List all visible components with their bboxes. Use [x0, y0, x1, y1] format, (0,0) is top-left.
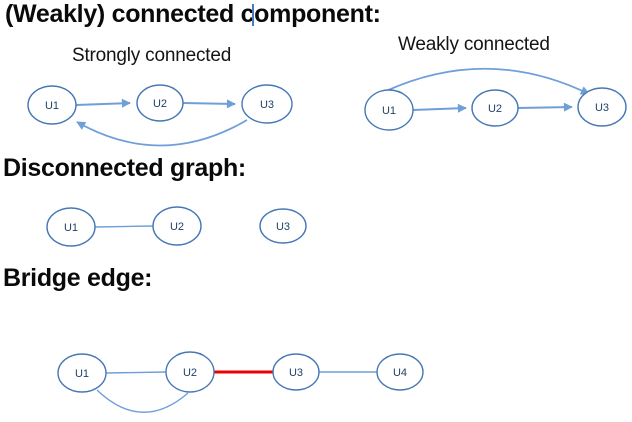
- graph-bridge-edge: U1 U2 U3 U4: [57, 351, 424, 413]
- node-ellipse-u2: [471, 89, 519, 127]
- node-label: U3: [260, 99, 274, 111]
- edge-u2-u3-arrow: [517, 102, 573, 112]
- node-ellipse-u2: [136, 84, 184, 122]
- node-ellipse-u3: [241, 84, 293, 124]
- node-ellipse-u3: [272, 353, 320, 391]
- node-label: U3: [595, 102, 609, 114]
- node-label: U1: [45, 100, 59, 112]
- text-cursor: [252, 4, 254, 26]
- node-ellipse-u1: [364, 89, 414, 131]
- edge-u1-u2-arrow: [75, 98, 131, 108]
- graph-strongly-connected: U1 U2 U3: [27, 84, 293, 147]
- edge-u1-u2-line: [94, 225, 154, 228]
- node-ellipse-u1: [46, 207, 96, 247]
- node-label: U1: [64, 222, 78, 234]
- edge-u1-u2-arrow: [412, 103, 467, 113]
- edge-u3-u1-curved-arrow: [76, 119, 248, 147]
- node-label: U2: [183, 367, 197, 379]
- label-strongly-connected: Strongly connected: [72, 45, 232, 66]
- node-label: U2: [153, 98, 167, 110]
- node-label: U1: [382, 105, 396, 117]
- heading-bridge-edge: Bridge edge:: [3, 264, 153, 292]
- node-label: U1: [75, 368, 89, 380]
- label-weakly-connected: Weakly connected: [398, 34, 550, 55]
- node-label: U2: [170, 221, 184, 233]
- node-label: U2: [488, 103, 502, 115]
- edge-u1-u3-curved-arrow: [385, 67, 590, 95]
- heading-connected-component: (Weakly) connected component:: [5, 0, 381, 28]
- node-ellipse-u2: [165, 351, 215, 393]
- graph-disconnected: U1 U2 U3: [46, 206, 307, 247]
- node-label: U3: [289, 367, 303, 379]
- node-label: U3: [276, 221, 290, 233]
- node-ellipse-u1: [57, 353, 107, 393]
- heading-disconnected-graph: Disconnected graph:: [3, 154, 246, 182]
- node-label: U4: [393, 367, 407, 379]
- node-ellipse-u4: [376, 353, 424, 391]
- edge-u1-u2-line: [105, 371, 167, 374]
- node-ellipse-u3: [259, 208, 307, 244]
- edge-u2-u3-arrow: [182, 99, 236, 109]
- graph-weakly-connected: U1 U2 U3: [364, 67, 627, 131]
- node-ellipse-u1: [27, 85, 77, 125]
- node-ellipse-u3: [577, 87, 627, 127]
- edge-u1-u2-curved-line: [96, 389, 189, 413]
- node-ellipse-u2: [152, 206, 202, 246]
